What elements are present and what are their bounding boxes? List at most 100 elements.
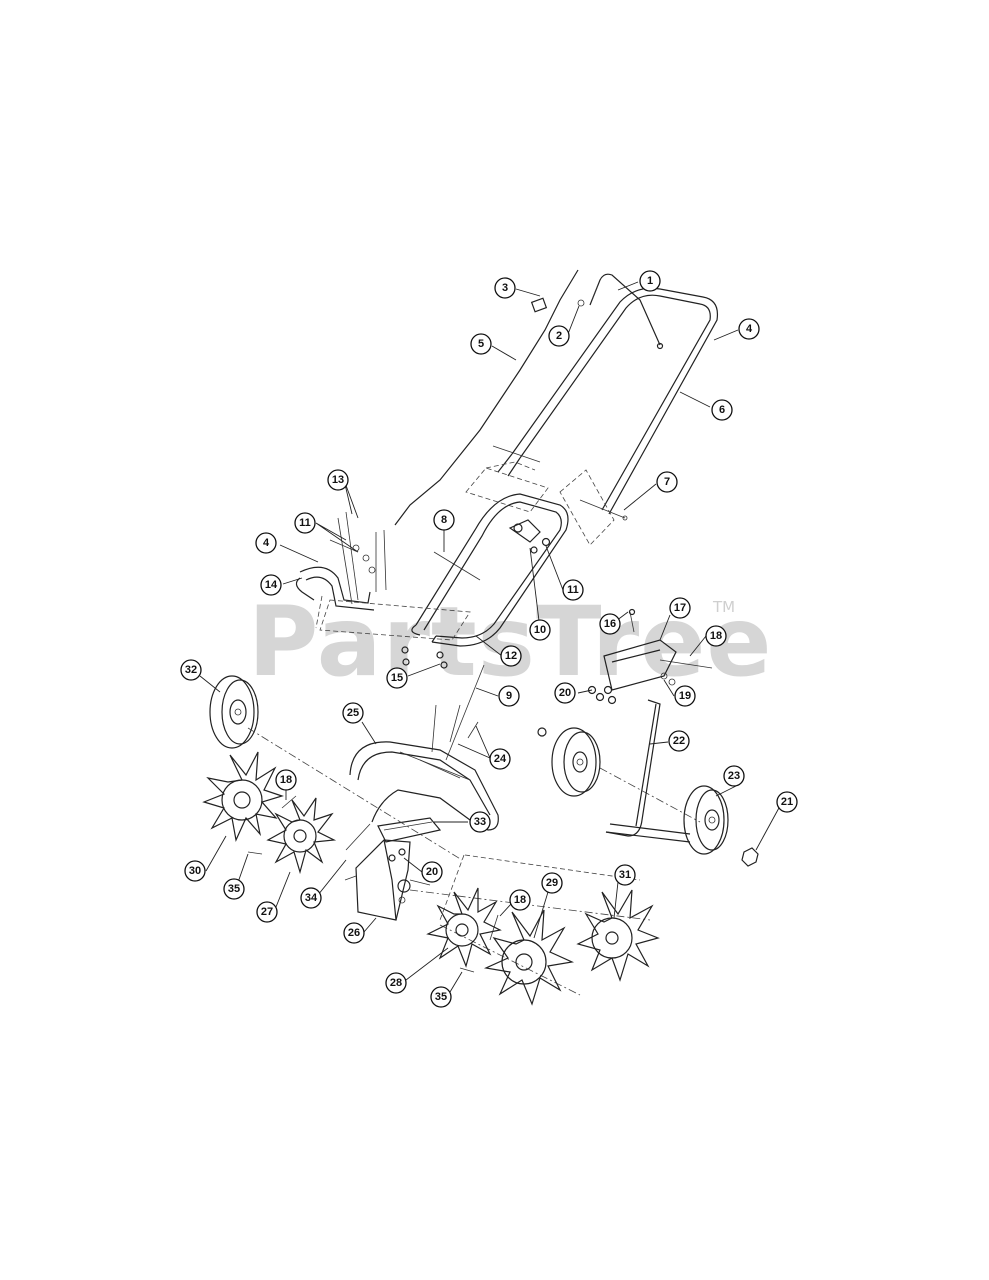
svg-text:35: 35	[435, 991, 447, 1003]
callout-28[interactable]: 28	[385, 972, 407, 994]
svg-text:5: 5	[478, 338, 484, 350]
control-bail	[589, 273, 664, 350]
gasket-plate	[377, 817, 442, 843]
svg-text:33: 33	[474, 816, 486, 828]
svg-text:25: 25	[347, 707, 359, 719]
tine-29	[483, 909, 575, 1006]
upper-handle	[497, 287, 719, 515]
svg-text:1: 1	[647, 275, 653, 287]
wheel-left	[209, 675, 259, 749]
svg-text:8: 8	[441, 514, 447, 526]
svg-text:18: 18	[710, 630, 722, 642]
axle-line-upper	[247, 727, 463, 861]
bolt-34	[345, 823, 371, 851]
wheel-bracket-assembly	[587, 608, 713, 705]
svg-text:21: 21	[781, 796, 793, 808]
lower-handle	[411, 493, 569, 647]
callout-34[interactable]: 34	[300, 887, 322, 909]
svg-text:32: 32	[185, 664, 197, 676]
handle-cable-clip	[508, 519, 551, 554]
tine-28	[426, 887, 502, 968]
svg-text:27: 27	[261, 906, 273, 918]
callout-5[interactable]: 5	[470, 333, 492, 355]
svg-text:30: 30	[189, 865, 201, 877]
callout-16[interactable]: 16	[599, 613, 621, 635]
pin-35-right	[459, 967, 475, 973]
watermark-trademark: TM	[712, 598, 735, 616]
svg-text:4: 4	[746, 323, 753, 335]
callout-6[interactable]: 6	[711, 399, 733, 421]
svg-text:26: 26	[348, 927, 360, 939]
callout-29[interactable]: 29	[541, 872, 563, 894]
callout-17[interactable]: 17	[669, 597, 691, 619]
callout-19[interactable]: 19	[674, 685, 696, 707]
callout-26[interactable]: 26	[343, 922, 365, 944]
callout-15[interactable]: 15	[386, 667, 408, 689]
callout-2[interactable]: 2	[548, 325, 570, 347]
callout-33[interactable]: 33	[469, 811, 491, 833]
callout-22[interactable]: 22	[668, 730, 690, 752]
callout-35-left[interactable]: 35	[223, 878, 245, 900]
callout-35-right[interactable]: 35	[430, 986, 452, 1008]
callout-3[interactable]: 3	[494, 277, 516, 299]
tine-31	[576, 889, 660, 982]
left-handle-bracket	[295, 511, 387, 611]
callout-8[interactable]: 8	[433, 509, 455, 531]
callout-4[interactable]: 4	[738, 318, 760, 340]
callout-18-left[interactable]: 18	[275, 769, 297, 791]
svg-text:11: 11	[567, 584, 579, 596]
leader-lines	[199, 281, 781, 993]
callout-10[interactable]: 10	[529, 619, 551, 641]
frame-bolts	[431, 704, 479, 753]
callout-12[interactable]: 12	[500, 645, 522, 667]
tine-shield-frame	[349, 741, 499, 831]
svg-text:3: 3	[502, 282, 508, 294]
callout-30[interactable]: 30	[184, 860, 206, 882]
callout-11-left[interactable]: 11	[294, 512, 316, 534]
callout-20-upper[interactable]: 20	[554, 682, 576, 704]
assembly-outline-lower	[319, 599, 471, 641]
svg-text:14: 14	[265, 579, 278, 591]
callout-1[interactable]: 1	[639, 270, 661, 292]
callout-11-right[interactable]: 11	[562, 579, 584, 601]
callout-18-lower[interactable]: 18	[509, 889, 531, 911]
tine-30	[202, 751, 284, 842]
callout-27[interactable]: 27	[256, 901, 278, 923]
callout-23[interactable]: 23	[723, 765, 745, 787]
callout-4-left[interactable]: 4	[255, 532, 277, 554]
svg-text:7: 7	[664, 476, 670, 488]
callout-18-right[interactable]: 18	[705, 625, 727, 647]
callout-9[interactable]: 9	[498, 685, 520, 707]
svg-text:18: 18	[514, 894, 526, 906]
svg-text:19: 19	[679, 690, 691, 702]
svg-text:22: 22	[673, 735, 685, 747]
hex-nut-21	[741, 847, 759, 867]
rod-9	[445, 664, 485, 761]
callout-21[interactable]: 21	[776, 791, 798, 813]
svg-text:6: 6	[719, 404, 725, 416]
svg-text:17: 17	[674, 602, 686, 614]
pin-35-left	[247, 851, 263, 855]
callout-7[interactable]: 7	[656, 471, 678, 493]
axle-line-wheels	[599, 767, 701, 823]
callout-24[interactable]: 24	[489, 748, 511, 770]
callout-31[interactable]: 31	[614, 864, 636, 886]
control-cable	[394, 269, 585, 526]
callout-32[interactable]: 32	[180, 659, 202, 681]
svg-text:31: 31	[619, 869, 631, 881]
callout-14[interactable]: 14	[260, 574, 282, 596]
svg-text:28: 28	[390, 977, 402, 989]
svg-text:20: 20	[426, 866, 438, 878]
svg-text:10: 10	[534, 624, 546, 636]
handle-nuts	[401, 646, 448, 669]
callouts: 1 2 3 4 5 6 7 13 11 4 14 8 10 11 12 15 9…	[180, 270, 798, 1008]
tine-27	[266, 797, 337, 875]
svg-text:12: 12	[505, 650, 517, 662]
callout-20-lower[interactable]: 20	[421, 861, 443, 883]
callout-13[interactable]: 13	[327, 469, 349, 491]
callout-25[interactable]: 25	[342, 702, 364, 724]
watermark: PartsTree TM	[248, 586, 771, 698]
svg-text:23: 23	[728, 770, 740, 782]
bolt-8	[433, 551, 481, 581]
